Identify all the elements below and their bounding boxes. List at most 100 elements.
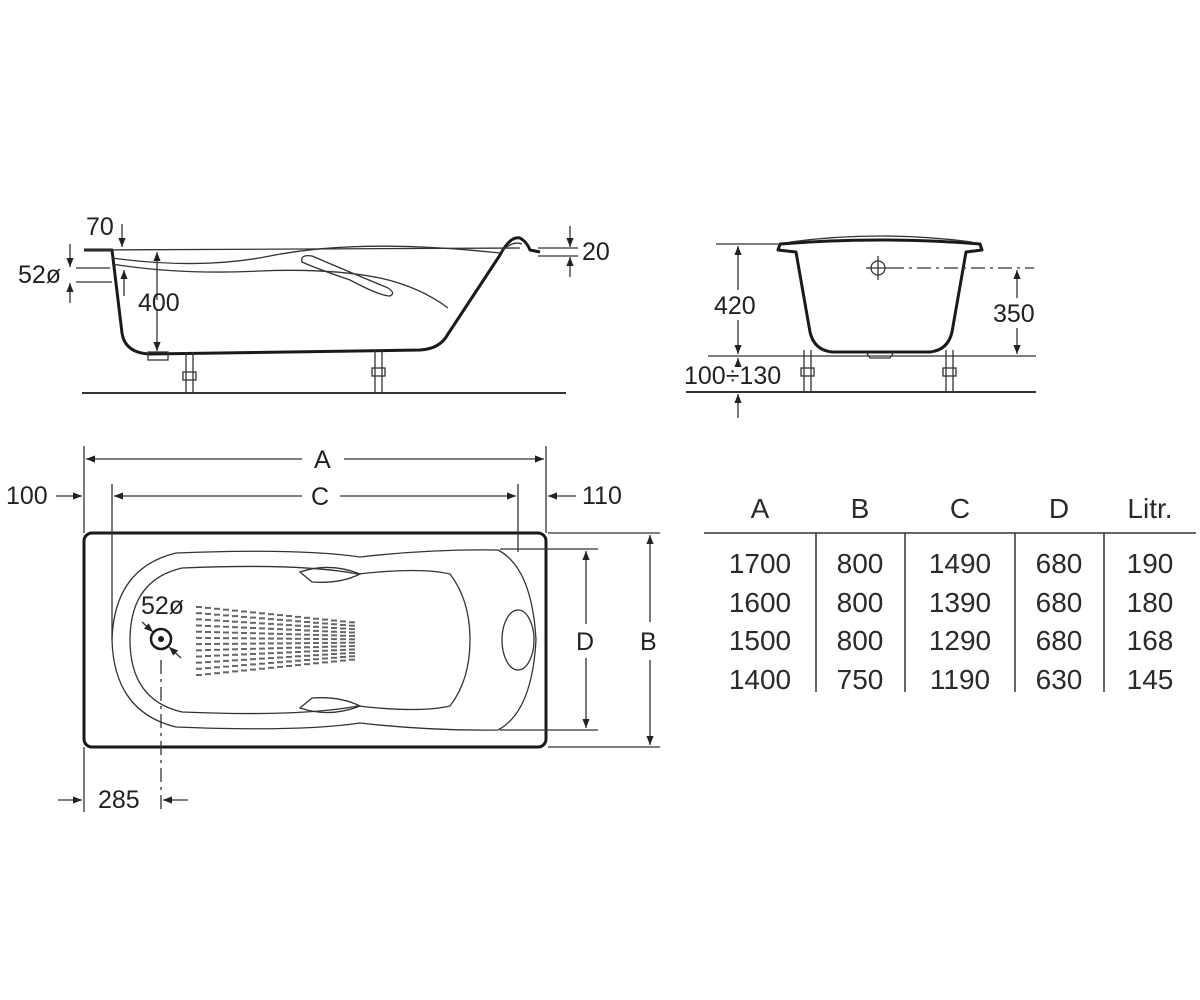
end-view: 420 350 100÷130 bbox=[684, 235, 1036, 418]
anti-slip-dot bbox=[223, 608, 229, 611]
anti-slip-dot bbox=[349, 634, 355, 637]
anti-slip-dot bbox=[277, 661, 283, 664]
anti-slip-dot bbox=[214, 607, 220, 610]
anti-slip-dot bbox=[340, 624, 346, 626]
anti-slip-dot bbox=[331, 649, 337, 652]
anti-slip-dot bbox=[313, 638, 319, 640]
table-cell: 180 bbox=[1127, 587, 1174, 618]
anti-slip-dot bbox=[223, 648, 229, 651]
anti-slip-dot bbox=[304, 621, 310, 623]
anti-slip-dot bbox=[349, 655, 355, 658]
anti-slip-dot bbox=[268, 657, 274, 660]
anti-slip-dot bbox=[259, 627, 265, 630]
anti-slip-dot bbox=[232, 637, 238, 640]
anti-slip-dot bbox=[277, 656, 283, 659]
interior-contour bbox=[111, 245, 501, 265]
dim-right-offset: 110 bbox=[582, 482, 622, 510]
anti-slip-dot bbox=[268, 642, 274, 645]
anti-slip-dot bbox=[268, 647, 274, 650]
anti-slip-dot bbox=[223, 665, 229, 668]
anti-slip-dot bbox=[205, 655, 211, 657]
tub-end-outline bbox=[776, 238, 984, 354]
anti-slip-dot bbox=[196, 636, 202, 639]
end-drain-bump bbox=[865, 351, 895, 359]
table-cell: 1490 bbox=[929, 548, 991, 579]
table-cell: 680 bbox=[1036, 587, 1083, 618]
table-header-cell: D bbox=[1049, 493, 1069, 524]
anti-slip-dot bbox=[304, 642, 310, 645]
anti-slip-dot bbox=[322, 638, 328, 641]
anti-slip-dot bbox=[268, 627, 274, 630]
anti-slip-dot bbox=[259, 612, 265, 615]
anti-slip-dot bbox=[250, 647, 256, 650]
anti-slip-dot bbox=[313, 642, 319, 644]
anti-slip-dot bbox=[277, 628, 283, 631]
anti-slip-dot bbox=[295, 646, 301, 649]
dim-end-outlet: 350 bbox=[993, 300, 1035, 328]
label-a: A bbox=[314, 446, 331, 474]
table-header-cell: C bbox=[950, 493, 970, 524]
anti-slip-dot bbox=[340, 627, 346, 630]
end-leg-right bbox=[942, 350, 957, 392]
anti-slip-dot bbox=[340, 638, 346, 641]
table-header-cell: B bbox=[851, 493, 870, 524]
anti-slip-dot bbox=[259, 632, 265, 635]
anti-slip-dot bbox=[241, 669, 247, 672]
anti-slip-dot bbox=[277, 623, 283, 626]
anti-slip-dot bbox=[277, 647, 283, 650]
anti-slip-dot bbox=[196, 630, 202, 633]
dim-end-feet: 100÷130 bbox=[684, 362, 781, 390]
table-cell: 680 bbox=[1036, 548, 1083, 579]
end-rim-curve bbox=[789, 235, 973, 243]
anti-slip-dot bbox=[232, 642, 238, 645]
anti-slip-dot bbox=[214, 619, 220, 622]
anti-slip-dot bbox=[214, 637, 220, 640]
anti-slip-dot bbox=[250, 663, 256, 666]
table-cell: 1500 bbox=[729, 625, 791, 656]
anti-slip-dot bbox=[196, 618, 202, 621]
anti-slip-dot bbox=[196, 655, 202, 658]
anti-slip-dot bbox=[205, 643, 211, 645]
anti-slip-dot bbox=[286, 624, 292, 627]
anti-slip-dot bbox=[232, 626, 238, 629]
anti-slip-dot bbox=[286, 633, 292, 636]
table-cell: 630 bbox=[1036, 664, 1083, 695]
anti-slip-dot bbox=[286, 651, 292, 654]
anti-slip-dot bbox=[349, 638, 355, 641]
table-cell: 190 bbox=[1127, 548, 1174, 579]
anti-slip-dot bbox=[286, 628, 292, 631]
anti-slip-dot bbox=[313, 633, 319, 636]
anti-slip-dot bbox=[196, 667, 202, 670]
anti-slip-dot bbox=[223, 625, 229, 628]
anti-slip-dot bbox=[259, 662, 265, 665]
anti-slip-dot bbox=[340, 652, 346, 655]
anti-slip-dot bbox=[286, 637, 292, 640]
anti-slip-dot bbox=[214, 672, 220, 675]
anti-slip-dot bbox=[250, 642, 256, 645]
anti-slip-dot bbox=[331, 645, 337, 648]
anti-slip-dot bbox=[349, 648, 355, 651]
inner-basin-inner bbox=[129, 565, 471, 715]
anti-slip-dot bbox=[349, 658, 355, 661]
anti-slip-dot bbox=[196, 606, 202, 608]
side-leg-left bbox=[182, 352, 197, 393]
table-cell: 1190 bbox=[930, 664, 990, 695]
anti-slip-dot bbox=[250, 653, 256, 655]
anti-slip-dot bbox=[340, 659, 346, 662]
dim-drain-offset: 285 bbox=[98, 786, 140, 814]
anti-slip-dot bbox=[214, 625, 220, 628]
plan-handle-top bbox=[298, 566, 362, 583]
anti-slip-dot bbox=[304, 650, 310, 653]
anti-slip-dot bbox=[205, 649, 211, 651]
anti-slip-dot bbox=[304, 654, 310, 657]
anti-slip-dot bbox=[340, 631, 346, 634]
anti-slip-dot bbox=[277, 642, 283, 645]
anti-slip-dot bbox=[349, 631, 355, 634]
anti-slip-dot bbox=[322, 661, 328, 664]
anti-slip-dot bbox=[322, 618, 328, 621]
anti-slip-dot bbox=[259, 647, 265, 650]
dim-depth: 400 bbox=[138, 289, 180, 317]
anti-slip-dot bbox=[331, 630, 337, 633]
